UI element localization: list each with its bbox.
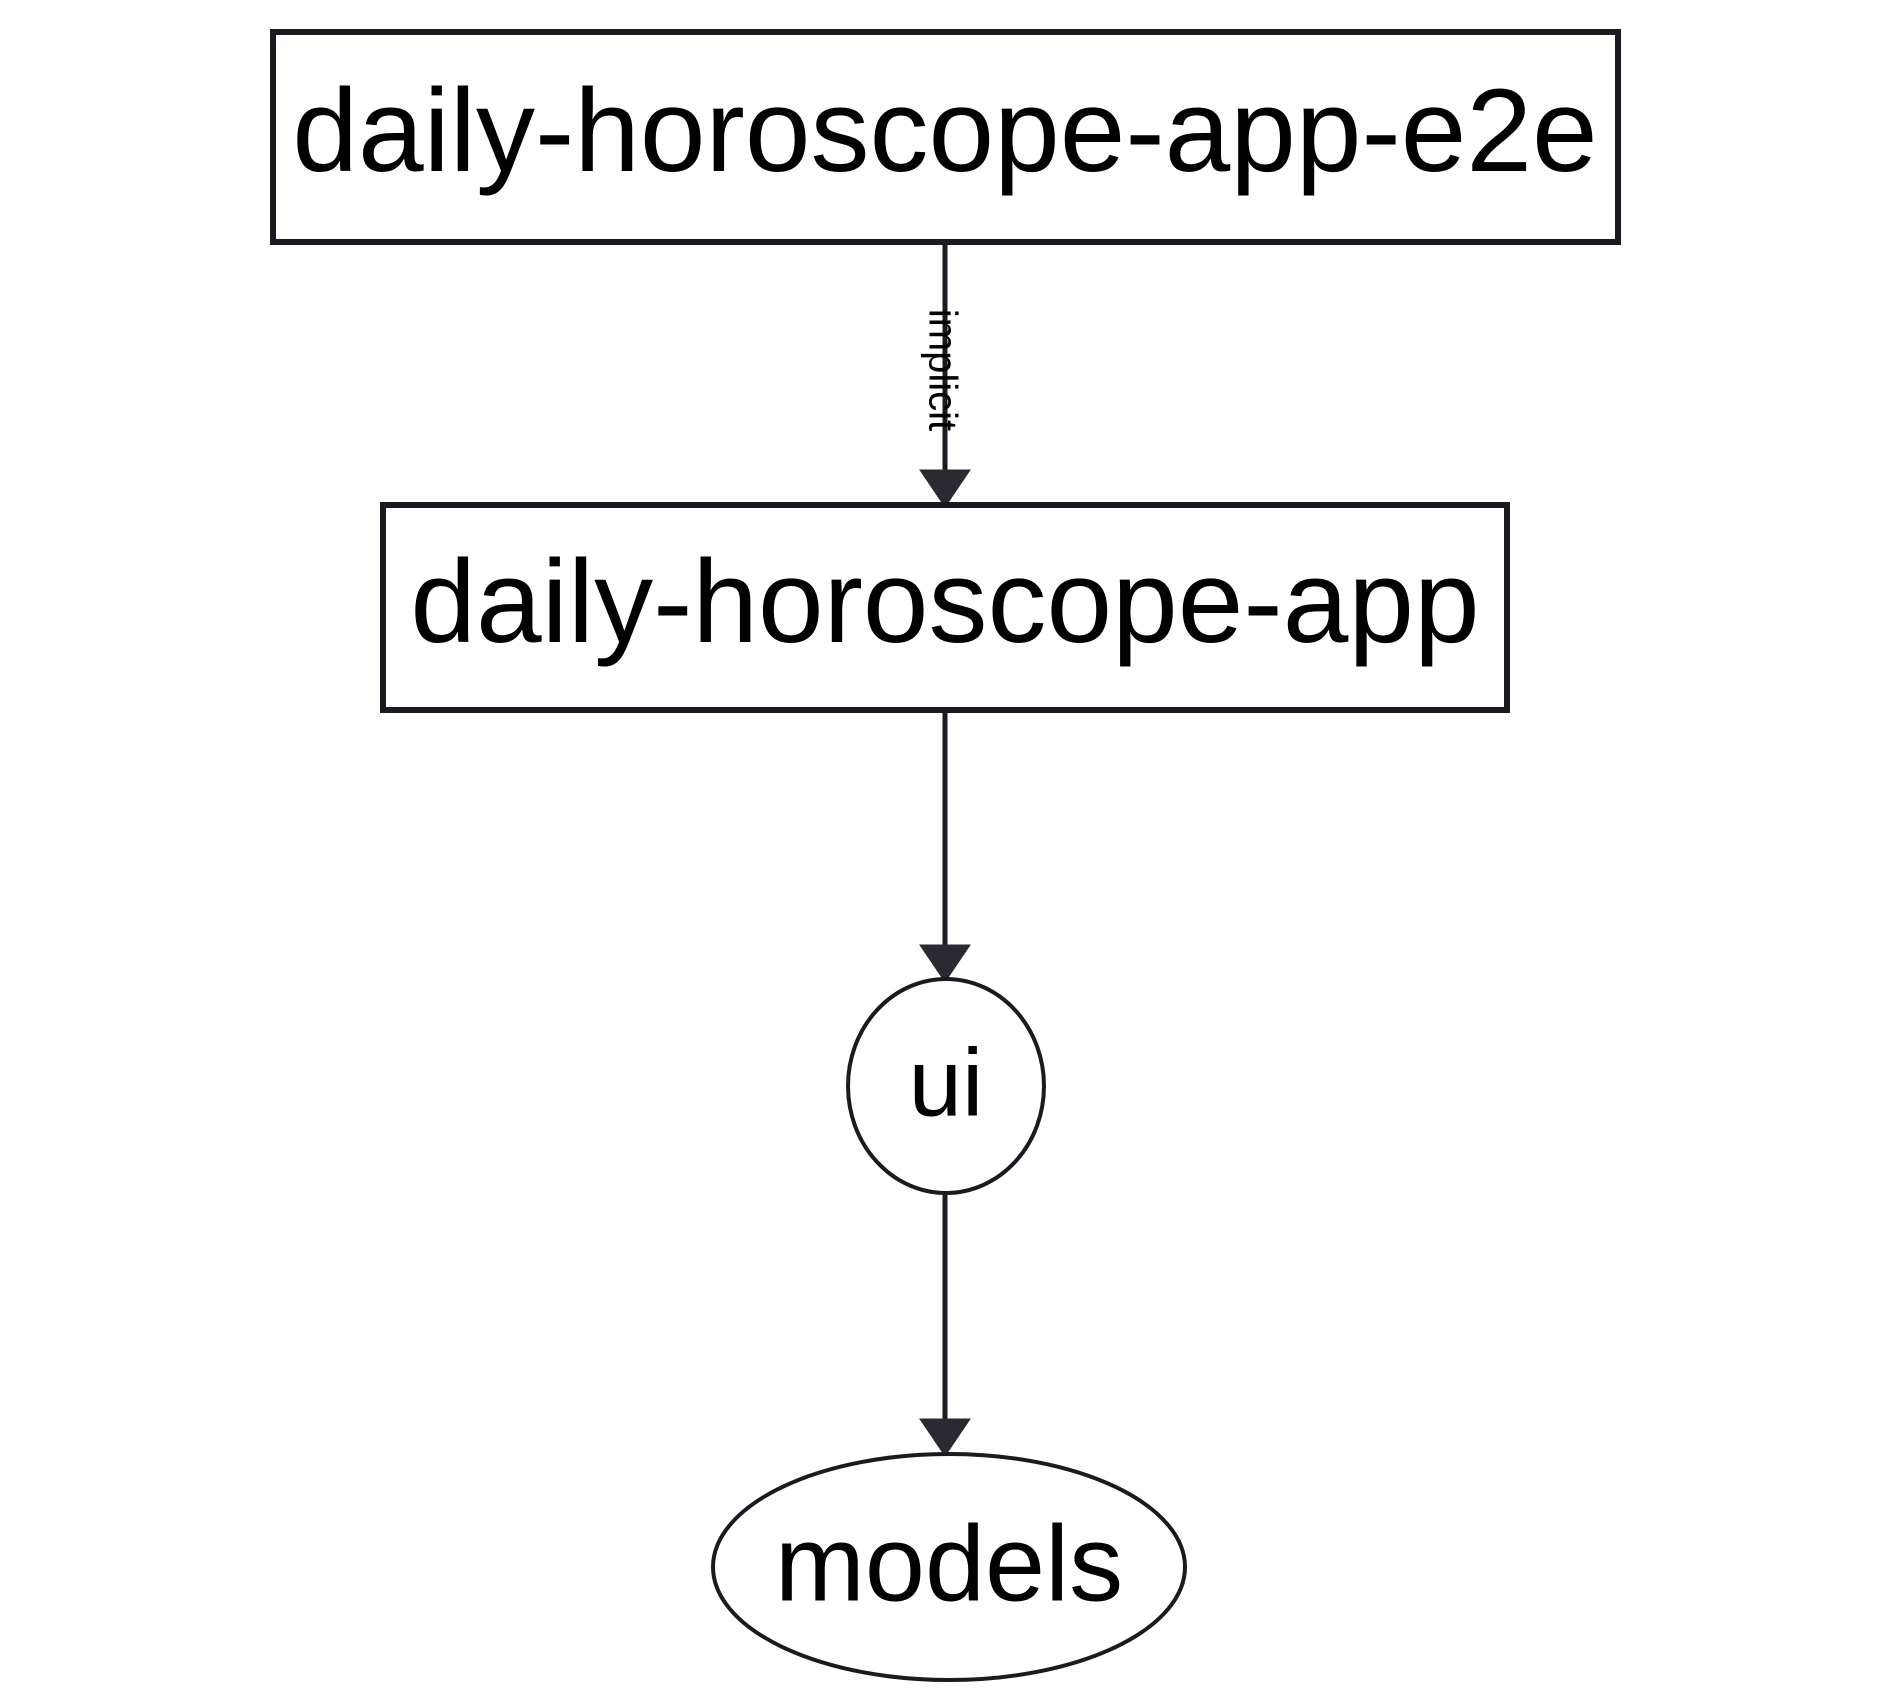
node-models[interactable]: models bbox=[711, 1452, 1187, 1682]
edge-e2e-to-app[interactable]: implicit bbox=[919, 242, 971, 508]
edge-app-to-ui-arrowhead bbox=[919, 944, 971, 983]
edge-app-to-ui[interactable] bbox=[919, 710, 971, 983]
node-label-ui: ui bbox=[909, 1029, 984, 1136]
node-label-models: models bbox=[775, 1503, 1123, 1624]
node-box-app-shape[interactable] bbox=[380, 502, 1510, 713]
node-ui[interactable]: ui bbox=[846, 977, 1046, 1195]
node-box-e2e-shape[interactable] bbox=[270, 29, 1621, 245]
node-daily-horoscope-app[interactable]: daily-horoscope-app bbox=[380, 502, 1510, 713]
node-ellipse-models-shape[interactable] bbox=[711, 1452, 1187, 1682]
node-daily-horoscope-app-e2e[interactable]: daily-horoscope-app-e2e bbox=[270, 29, 1621, 245]
edge-label-implicit: implicit bbox=[920, 309, 964, 431]
edge-ui-to-models-arrowhead bbox=[919, 1418, 971, 1457]
edge-e2e-to-app-arrowhead bbox=[919, 469, 971, 508]
node-label-app: daily-horoscope-app bbox=[410, 536, 1479, 668]
node-label-e2e: daily-horoscope-app-e2e bbox=[292, 65, 1597, 197]
edge-ui-to-models[interactable] bbox=[919, 1193, 971, 1457]
